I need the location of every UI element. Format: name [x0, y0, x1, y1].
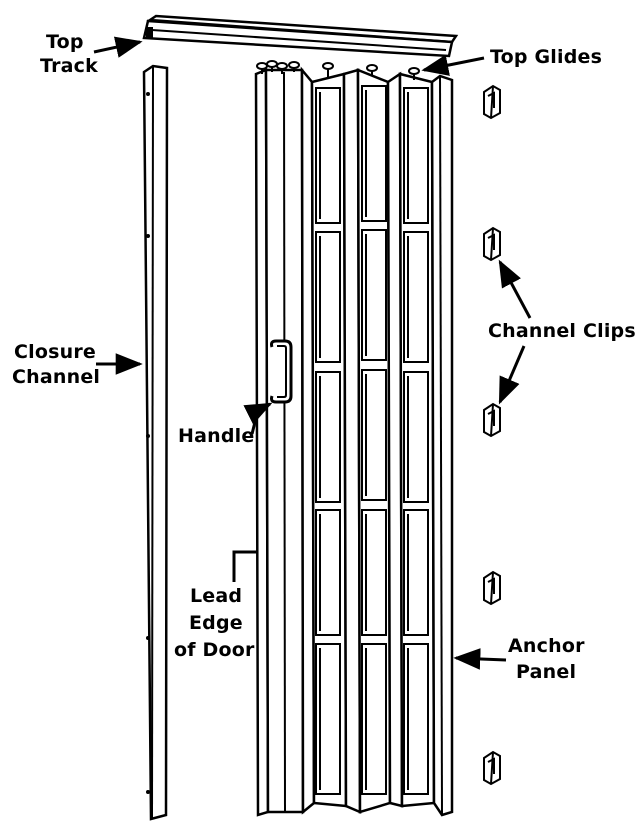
- callout-arrows: [93, 36, 532, 670]
- label-closure-channel-1: Closure: [14, 341, 96, 363]
- channel-clips: [483, 84, 501, 786]
- channel-clip-3: [483, 402, 501, 438]
- label-channel-clips: Channel Clips: [488, 320, 636, 342]
- door-panes: [315, 85, 429, 795]
- channel-clip-1: [483, 84, 501, 120]
- label-top-track-1: Top: [46, 31, 84, 53]
- closure-channel: [142, 64, 169, 821]
- label-closure-channel-2: Channel: [12, 366, 100, 388]
- channel-clip-5: [483, 750, 501, 786]
- channel-clip-4: [483, 570, 501, 606]
- label-lead-edge-1: Lead: [190, 585, 242, 607]
- top-track: [142, 14, 459, 58]
- label-anchor-panel-2: Panel: [516, 661, 576, 683]
- handle: [270, 339, 293, 404]
- channel-clip-2: [483, 226, 501, 262]
- label-top-track-2: Track: [40, 55, 98, 77]
- label-top-glides: Top Glides: [490, 46, 602, 68]
- label-anchor-panel-1: Anchor: [508, 635, 585, 657]
- labels: Top Track Top Glides Closure Channel Cha…: [12, 31, 636, 683]
- label-handle: Handle: [178, 425, 254, 447]
- top-glides: [256, 60, 420, 80]
- label-lead-edge-2: Edge: [189, 612, 243, 634]
- label-lead-edge-3: of Door: [174, 639, 255, 661]
